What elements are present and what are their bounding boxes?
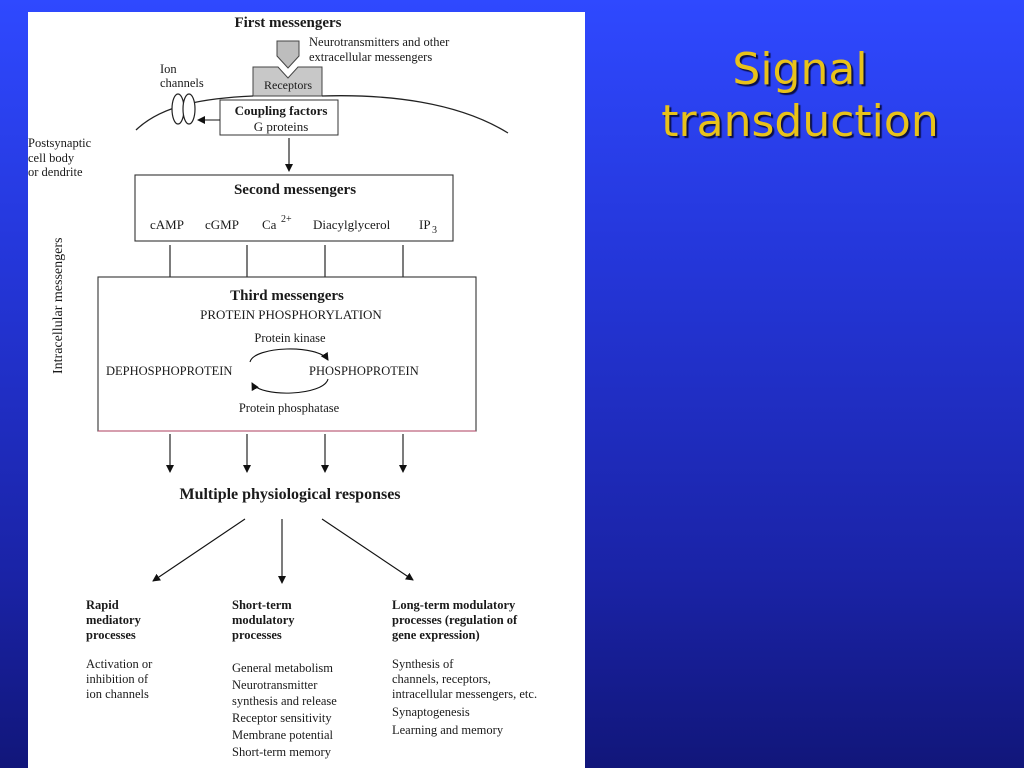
ip3-subscript: 3 [432,225,437,236]
short-term-title-line-3: processes [232,628,282,642]
coupling-factors-box [219,99,339,136]
ion-channels-label-line-1: Ion [160,62,177,76]
protein-phosphorylation-label: PROTEIN PHOSPHORYLATION [200,307,382,322]
short-term-body-line-4: Receptor sensitivity [232,711,332,725]
signal-transduction-diagram: First messengers Neurotransmitters and o… [28,12,585,768]
diacylglycerol-label: Diacylglycerol [313,217,391,232]
dephosphoprotein-label: DEPHOSPHOPROTEIN [106,364,232,378]
receptors-label: Receptors [264,78,312,92]
short-term-body-line-3: synthesis and release [232,694,337,708]
first-messengers-label: First messengers [234,15,341,31]
short-term-body-line-1: General metabolism [232,661,333,675]
second-messengers-title: Second messengers [234,182,356,198]
long-term-body-line-5: Learning and memory [392,723,504,737]
rapid-processes-column: Rapid mediatory processes Activation or … [86,598,153,701]
postsynaptic-label-line-1: Postsynaptic [28,136,92,150]
phosphoprotein-label: PHOSPHOPROTEIN [309,364,419,378]
long-term-title-line-1: Long-term modulatory [392,598,516,612]
multiple-responses-label: Multiple physiological responses [179,486,400,503]
cgmp-label: cGMP [205,217,239,232]
postsynaptic-label-line-3: or dendrite [28,165,83,179]
short-term-body-line-6: Short-term memory [232,745,332,759]
receptor-box [252,66,323,97]
ip3-label: IP [419,217,431,232]
second-messengers-box [134,174,454,242]
neurotransmitters-label-line-1: Neurotransmitters and other [309,35,450,49]
calcium-superscript: 2+ [281,214,292,225]
short-term-body-line-2: Neurotransmitter [232,678,318,692]
g-proteins-label: G proteins [254,119,309,134]
rapid-title-line-2: mediatory [86,613,142,627]
short-term-title-line-1: Short-term [232,598,292,612]
rapid-body-line-1: Activation or [86,657,153,671]
rapid-body-line-3: ion channels [86,687,149,701]
short-term-title-line-2: modulatory [232,613,295,627]
intracellular-messengers-label: Intracellular messengers [51,238,66,374]
long-term-body-line-1: Synthesis of [392,657,454,671]
phosphatase-cycle-arrow [251,378,329,394]
protein-phosphatase-label: Protein phosphatase [239,401,340,415]
long-term-body-line-2: channels, receptors, [392,672,491,686]
third-messengers-box [97,276,477,432]
arrow-to-long-term [321,518,414,581]
camp-label: cAMP [150,217,184,232]
protein-kinase-label: Protein kinase [254,331,326,345]
ion-channels-label-line-2: channels [160,76,204,90]
long-term-processes-column: Long-term modulatory processes (regulati… [392,598,537,737]
third-messengers-title: Third messengers [230,288,344,304]
postsynaptic-label-line-2: cell body [28,151,75,165]
neurotransmitters-label-line-2: extracellular messengers [309,50,432,64]
short-term-processes-column: Short-term modulatory processes General … [232,598,337,759]
rapid-body-line-2: inhibition of [86,672,149,686]
rapid-title-line-3: processes [86,628,136,642]
slide-title-line-2: transduction [661,96,939,147]
long-term-body-line-3: intracellular messengers, etc. [392,687,537,701]
coupling-factors-label: Coupling factors [235,103,328,118]
ion-channel-right [182,93,196,125]
ion-channel-left [171,93,185,125]
rapid-title-line-1: Rapid [86,598,119,612]
kinase-cycle-arrow [249,348,329,363]
long-term-title-line-3: gene expression) [392,628,480,642]
short-term-body-line-5: Membrane potential [232,728,334,742]
slide-title: Signal transduction [640,44,960,148]
ligand-shape [276,40,300,69]
arrow-to-rapid [152,518,246,582]
long-term-title-line-2: processes (regulation of [392,613,518,627]
long-term-body-line-4: Synaptogenesis [392,705,470,719]
calcium-label: Ca [262,217,277,232]
slide-title-line-1: Signal [732,44,868,95]
diagram-canvas: First messengers Neurotransmitters and o… [28,15,537,759]
